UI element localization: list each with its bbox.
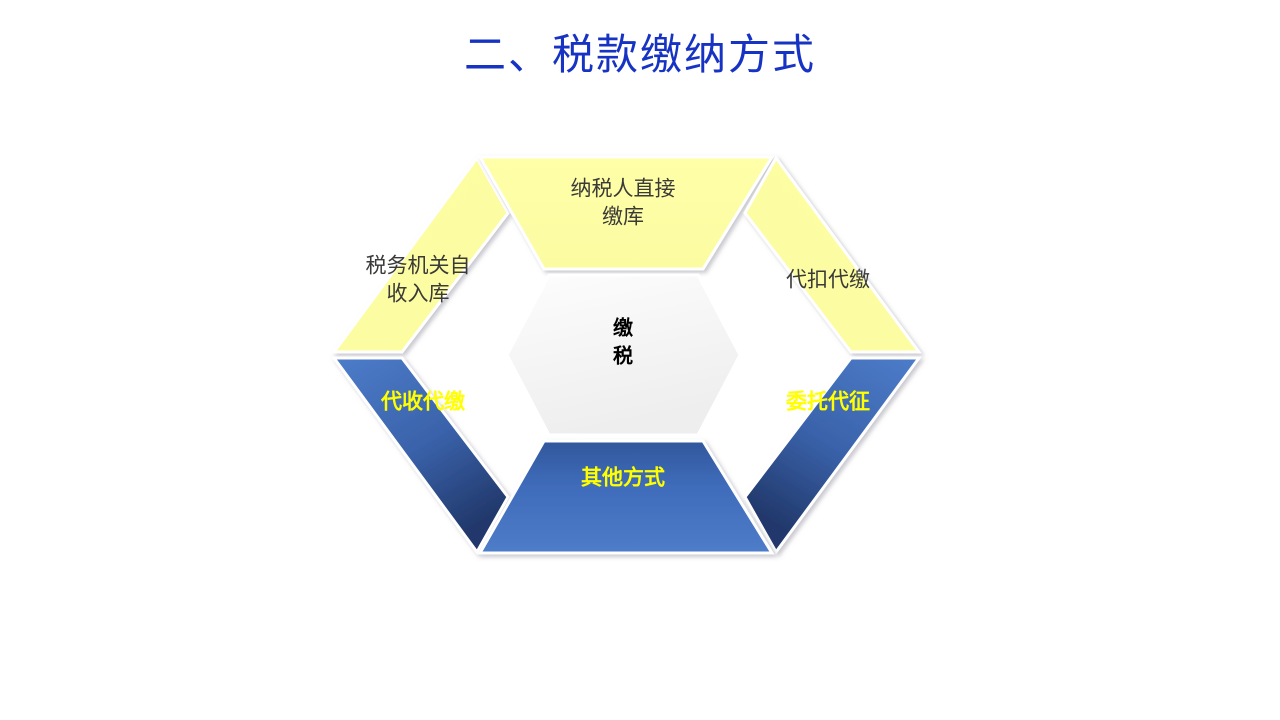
segment-upper-right-label-line1: 代扣代缴	[786, 269, 870, 292]
segment-bottom-label-line1: 其他方式	[581, 466, 665, 490]
segment-top-label-line2: 缴库	[602, 206, 644, 229]
hexagon-diagram: 税务机关自 收入库 纳税人直接 缴库 代扣代缴 代收代缴	[331, 155, 922, 555]
segment-lower-right-label-line1: 委托代征	[785, 390, 870, 414]
center-hexagon[interactable]: 缴 税	[505, 273, 742, 437]
segment-upper-left-label-line2: 收入库	[387, 283, 450, 306]
center-label-line2: 税	[613, 343, 633, 367]
segment-lower-right[interactable]: 委托代征	[743, 356, 922, 555]
center-label-line1: 缴	[613, 315, 634, 339]
segment-lower-left[interactable]: 代收代缴	[331, 356, 510, 555]
segment-lower-left-label-line1: 代收代缴	[380, 390, 466, 414]
hexagon-diagram-container: 税务机关自 收入库 纳税人直接 缴库 代扣代缴 代收代缴	[320, 145, 940, 575]
segment-upper-left-label-line1: 税务机关自	[366, 255, 471, 278]
segment-upper-left[interactable]: 税务机关自 收入库	[331, 155, 510, 354]
segment-top-label-line1: 纳税人直接	[571, 178, 676, 201]
segment-bottom[interactable]: 其他方式	[477, 439, 775, 555]
segment-upper-right[interactable]: 代扣代缴	[743, 155, 922, 354]
segment-top[interactable]: 纳税人直接 缴库	[477, 155, 775, 271]
page-title: 二、税款缴纳方式	[463, 33, 816, 79]
